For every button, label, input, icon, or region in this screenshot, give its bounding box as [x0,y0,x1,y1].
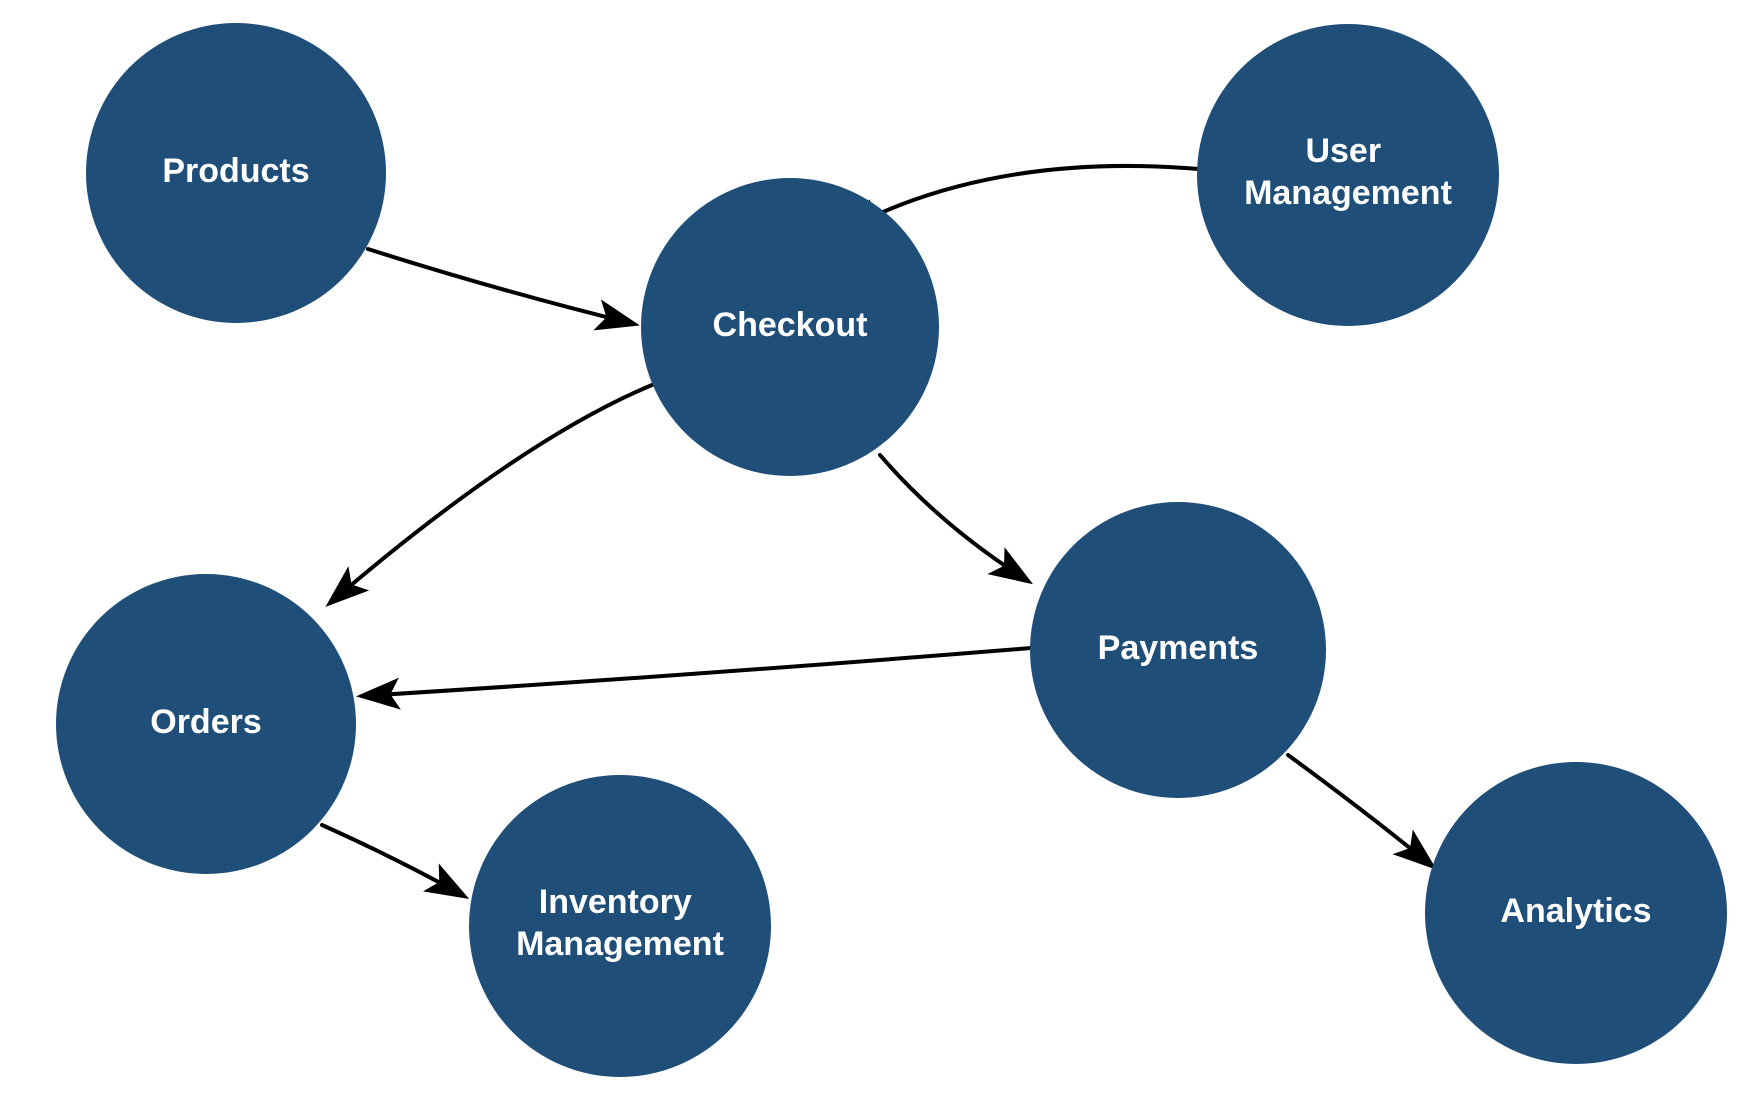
edge-checkout-to-orders[interactable] [325,383,654,607]
node-payments-circle[interactable] [1030,502,1326,798]
node-analytics[interactable]: Analytics [1425,762,1727,1064]
edge-orders-to-inventory-management[interactable] [320,823,470,899]
node-inventory-management[interactable]: Inventory Management [469,775,771,1077]
nodes-layer: Products Checkout User Management [56,23,1727,1077]
node-inventory-management-circle[interactable] [469,775,771,1077]
edge-user-management-to-checkout[interactable] [837,163,1201,233]
edge-products-to-checkout[interactable] [366,247,640,331]
node-checkout-circle[interactable] [641,178,939,476]
node-checkout[interactable]: Checkout [641,178,939,476]
node-user-management[interactable]: User Management [1197,24,1499,326]
node-analytics-circle[interactable] [1425,762,1727,1064]
node-user-management-circle[interactable] [1197,24,1499,326]
node-orders-circle[interactable] [56,574,356,874]
edges-layer [320,163,1437,899]
edge-checkout-to-payments[interactable] [878,453,1034,585]
edge-payments-to-analytics[interactable] [1286,753,1437,870]
node-products[interactable]: Products [86,23,386,323]
node-orders[interactable]: Orders [56,574,356,874]
edge-payments-to-orders[interactable] [356,646,1033,710]
node-products-circle[interactable] [86,23,386,323]
node-payments[interactable]: Payments [1030,502,1326,798]
